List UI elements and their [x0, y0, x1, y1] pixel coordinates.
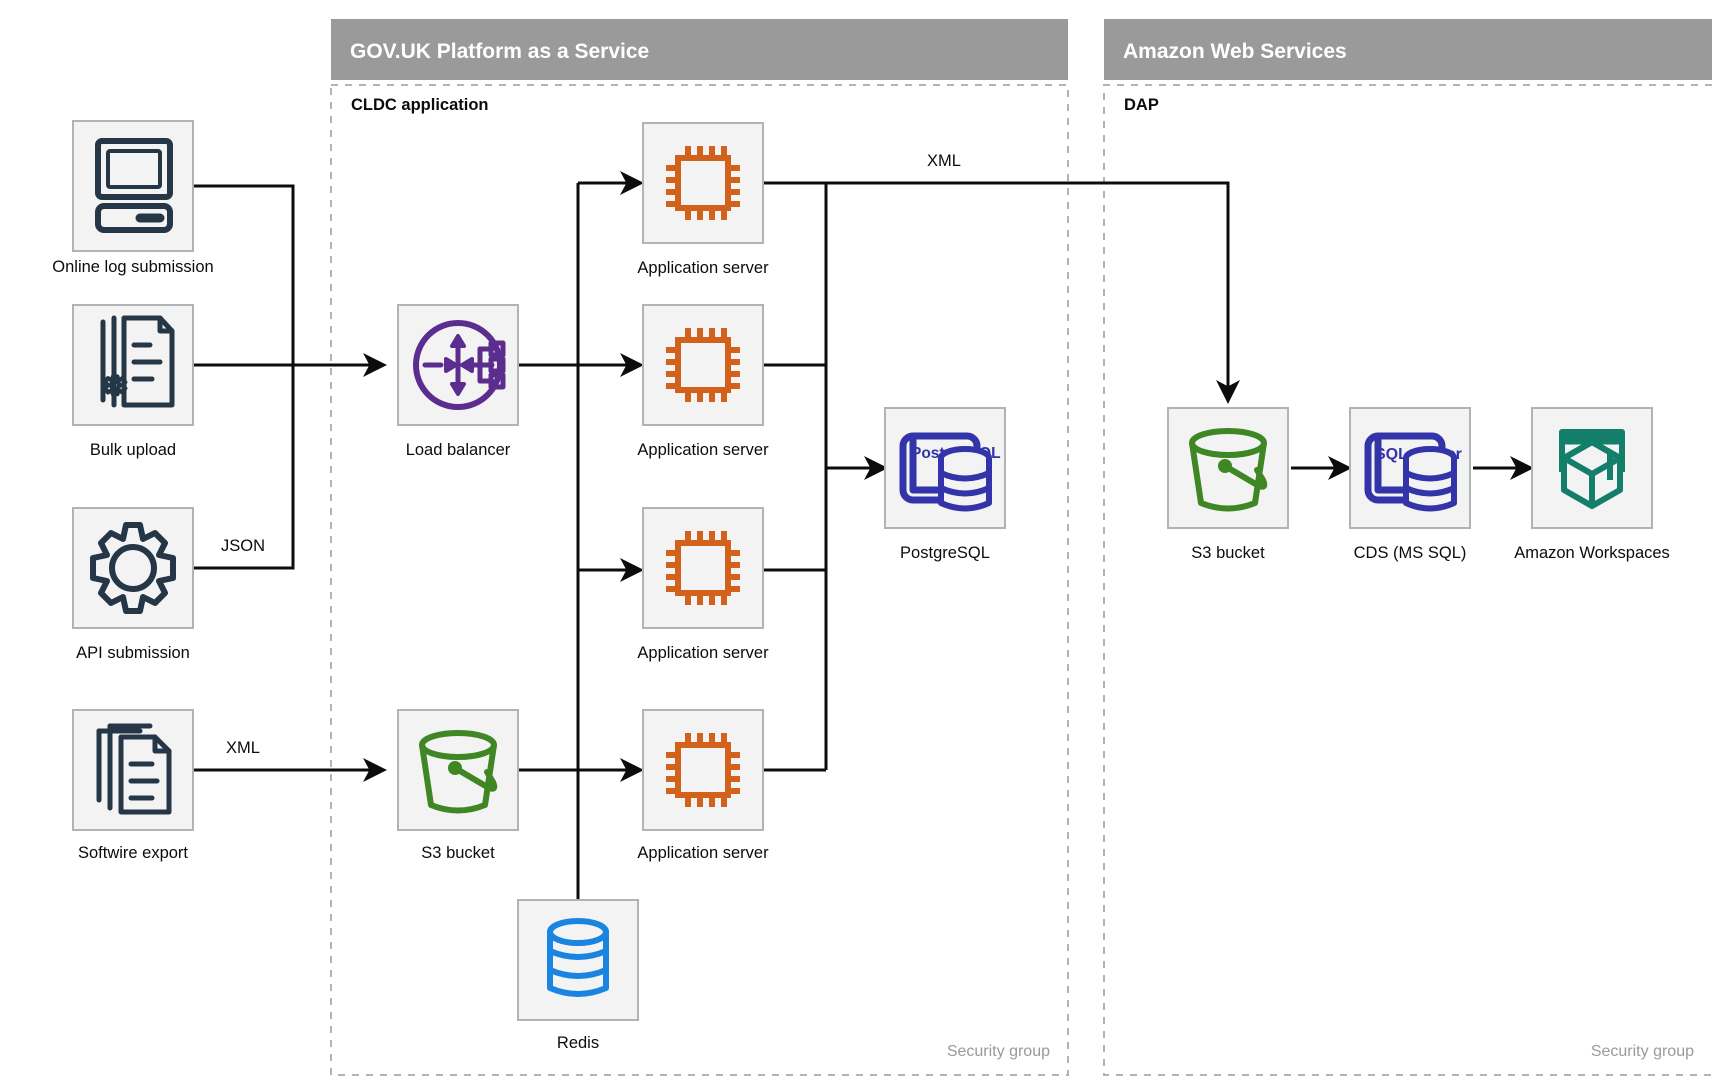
edge-label-json: JSON — [221, 537, 265, 555]
panel-paas: GOV.UK Platform as a Service CLDC applic… — [330, 19, 1069, 1076]
paas-header-title: GOV.UK Platform as a Service — [350, 40, 649, 63]
node-redis[interactable]: Redis — [517, 899, 639, 1052]
node-aws-s3-bucket[interactable]: S3 bucket — [1167, 407, 1289, 562]
edge-label-xml-softwire: XML — [226, 739, 260, 757]
node-cds-ms-sql[interactable]: SQL Server CDS (MS SQL) — [1349, 407, 1471, 562]
aws-zone-label: DAP — [1124, 96, 1159, 114]
app-server-2-label: Application server — [637, 441, 769, 459]
app-server-2-icon-box — [642, 304, 764, 426]
desktop-computer-icon — [95, 138, 173, 233]
paas-s3-bucket-label: S3 bucket — [421, 844, 495, 862]
database-cylinder-icon — [547, 918, 609, 997]
online-log-submission-label: Online log submission — [52, 258, 213, 276]
node-amazon-workspaces[interactable]: Amazon Workspaces — [1514, 407, 1670, 562]
s3-bucket-icon — [1189, 428, 1268, 512]
flow-connectors — [193, 171, 1534, 900]
load-balancer-icon — [413, 320, 506, 410]
amazon-workspaces-label: Amazon Workspaces — [1514, 544, 1670, 562]
node-app-server-4[interactable]: Application server — [637, 709, 769, 862]
paas-zone-label: CLDC application — [351, 96, 489, 114]
app-server-3-icon-box — [642, 507, 764, 629]
node-app-server-2[interactable]: Application server — [637, 304, 769, 459]
aws-s3-bucket-label: S3 bucket — [1191, 544, 1265, 562]
node-app-server-1[interactable]: Application server — [637, 122, 769, 277]
node-bulk-upload[interactable]: Bulk upload — [72, 304, 194, 459]
flow-api-to-lb — [193, 365, 295, 570]
cpu-chip-icon — [666, 531, 740, 605]
node-load-balancer[interactable]: Load balancer — [397, 304, 519, 459]
flow-online-to-lb — [193, 184, 295, 365]
postgresql-label: PostgreSQL — [900, 544, 990, 562]
redis-label: Redis — [557, 1034, 599, 1052]
workspaces-cube-icon — [1559, 429, 1625, 509]
aws-header-bar — [1104, 19, 1712, 80]
document-stack-icon — [96, 723, 172, 815]
app-server-1-icon-box — [642, 122, 764, 244]
gear-icon — [90, 522, 176, 614]
cpu-chip-icon — [666, 328, 740, 402]
document-gear-icon — [100, 315, 175, 408]
node-postgresql[interactable]: PostgreSQL PostgreSQL — [884, 407, 1006, 562]
app-server-3-label: Application server — [637, 644, 769, 662]
node-api-submission[interactable]: API submission — [72, 507, 194, 662]
load-balancer-label: Load balancer — [406, 441, 511, 459]
node-paas-s3-bucket[interactable]: S3 bucket — [397, 709, 519, 862]
aws-security-group-label: Security group — [1591, 1043, 1694, 1060]
s3-bucket-icon — [419, 730, 498, 814]
aws-header-title: Amazon Web Services — [1123, 40, 1347, 63]
paas-security-group-label: Security group — [947, 1043, 1050, 1060]
app-server-4-icon-box — [642, 709, 764, 831]
node-app-server-3[interactable]: Application server — [637, 507, 769, 662]
app-server-1-label: Application server — [637, 259, 769, 277]
flow-xml-to-dap — [763, 181, 1240, 404]
panel-aws: Amazon Web Services DAP Security group — [1103, 19, 1712, 1076]
edge-label-xml-to-dap: XML — [927, 152, 961, 170]
cds-ms-sql-label: CDS (MS SQL) — [1354, 544, 1467, 562]
amazon-workspaces-icon-box — [1531, 407, 1653, 529]
api-submission-label: API submission — [76, 644, 190, 662]
node-softwire-export[interactable]: Softwire export — [72, 709, 194, 862]
aws-security-group-boundary — [1103, 84, 1712, 1076]
paas-header-bar — [331, 19, 1068, 80]
node-online-log-submission[interactable]: Online log submission — [52, 120, 214, 276]
paas-security-group-boundary — [330, 84, 1069, 1076]
postgresql-icon: PostgreSQL — [899, 432, 1001, 512]
cpu-chip-icon — [666, 146, 740, 220]
sql-server-icon: SQL Server — [1364, 432, 1462, 512]
app-server-4-label: Application server — [637, 844, 769, 862]
cpu-chip-icon — [666, 733, 740, 807]
bulk-upload-label: Bulk upload — [90, 441, 176, 459]
softwire-export-label: Softwire export — [78, 844, 188, 862]
